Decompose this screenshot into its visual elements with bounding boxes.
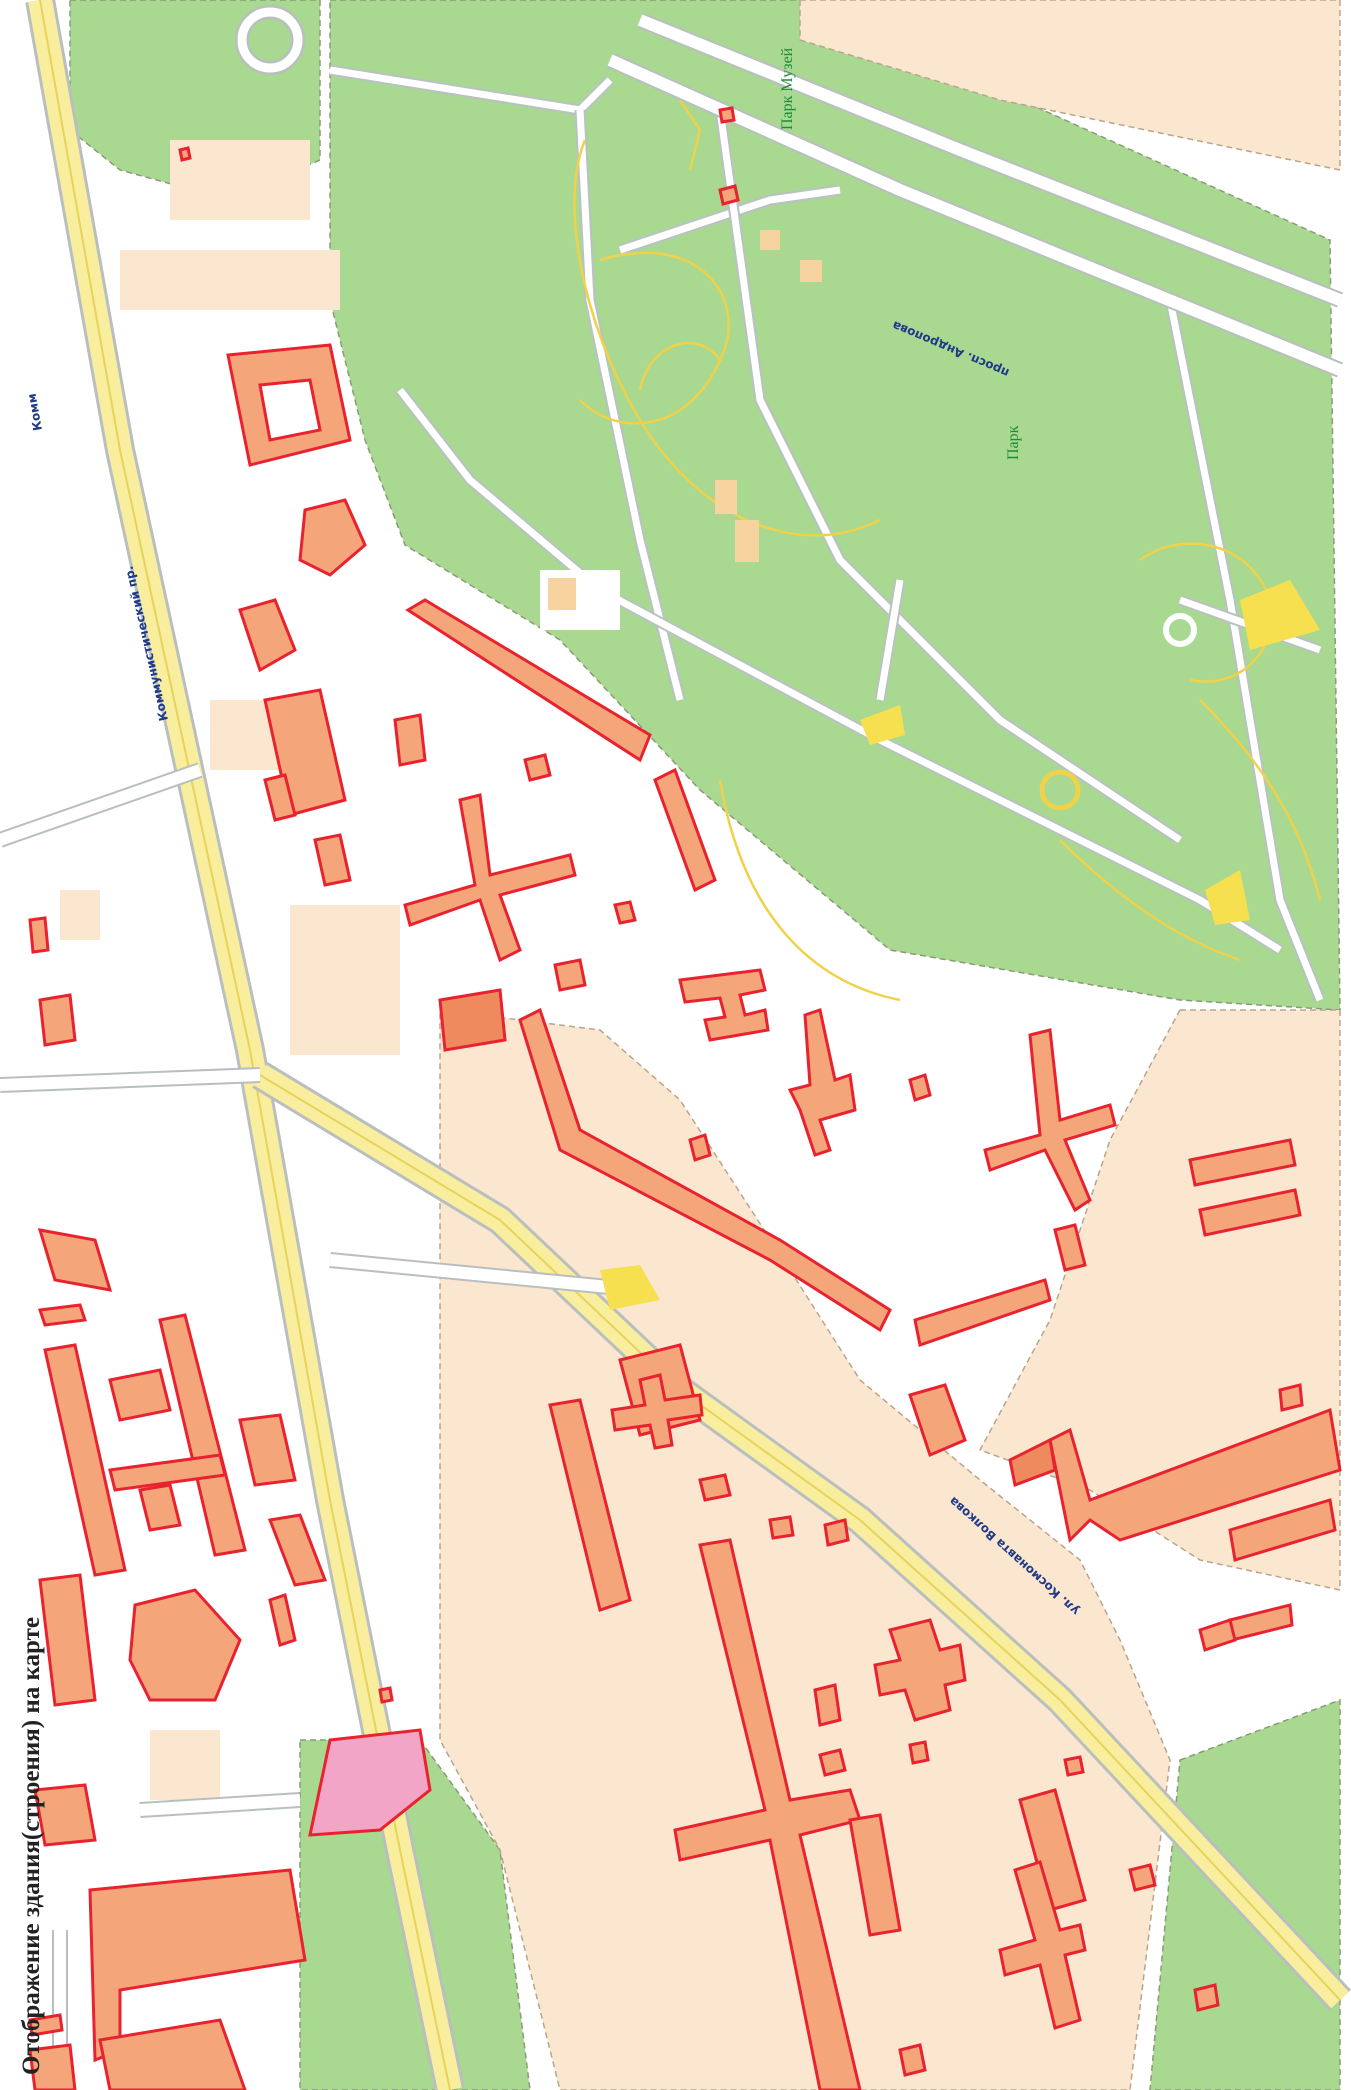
building[interactable] [523,753,552,782]
building[interactable] [1228,1498,1337,1562]
building[interactable] [1228,1603,1294,1642]
street-label-kommunisticheskiy-top: Комм [25,392,45,432]
buildings[interactable] [28,106,1342,2090]
building[interactable] [1188,1138,1297,1187]
building[interactable] [238,1413,297,1487]
building[interactable] [38,1573,97,1707]
building[interactable] [1128,1863,1157,1892]
building[interactable] [37,1303,88,1327]
building[interactable] [298,498,367,577]
building[interactable] [908,1383,967,1458]
building[interactable] [848,1813,902,1937]
building[interactable] [688,1133,712,1162]
building[interactable] [908,1740,930,1765]
building-large-complex[interactable] [88,1868,307,2063]
building[interactable] [1278,1383,1304,1412]
building-cross[interactable] [873,1618,967,1722]
park-label-museum: Парк Музей [779,47,796,130]
building[interactable] [313,833,352,887]
building-cross[interactable] [403,793,577,963]
building[interactable] [38,993,77,1047]
building[interactable] [28,2013,64,2037]
page-title: Отображение здания(строения) на карте [18,1617,45,2075]
park-label-main: Парк [1005,425,1022,460]
building[interactable] [553,958,587,992]
building-cross[interactable] [610,1373,704,1450]
building-orange[interactable] [1008,1437,1057,1488]
building[interactable] [1053,1223,1087,1272]
building-large-industrial[interactable] [673,1538,862,2090]
building[interactable] [138,1483,182,1532]
building-long-slab[interactable] [518,1007,892,1333]
park-footpaths [573,99,1322,1002]
building[interactable] [718,184,740,206]
building[interactable] [268,1593,297,1647]
building-cross[interactable] [983,1028,1117,1213]
building-cross[interactable] [678,968,770,1042]
building[interactable] [718,106,736,124]
building[interactable] [438,988,507,1052]
building[interactable] [613,900,637,925]
building[interactable] [698,1473,732,1502]
building[interactable] [653,767,717,893]
building-long-slab[interactable] [1048,1407,1342,1544]
building[interactable] [378,1686,394,1704]
building[interactable] [1198,1618,1237,1652]
building-long-slab[interactable] [405,598,652,763]
building[interactable] [178,146,192,162]
building[interactable] [823,1518,850,1547]
building[interactable] [818,1748,847,1777]
building[interactable] [1198,1188,1302,1237]
building[interactable] [128,1588,242,1702]
building[interactable] [98,2018,247,2090]
building[interactable] [393,713,427,767]
building[interactable] [37,1228,113,1292]
building-large[interactable] [43,1343,127,1577]
building[interactable] [33,1783,97,1847]
building-cross[interactable] [787,1008,857,1157]
building[interactable] [238,598,297,673]
park-plazas [540,230,1320,925]
building[interactable] [768,1515,795,1540]
building-cross[interactable] [998,1860,1087,2030]
building[interactable] [548,1398,632,1612]
building[interactable] [108,1453,227,1492]
building[interactable] [913,1278,1052,1347]
building[interactable] [898,2043,927,2077]
building[interactable] [263,773,297,822]
building-pink[interactable] [308,1728,432,1837]
building[interactable] [28,2043,77,2090]
building[interactable] [908,1073,932,1102]
building[interactable] [108,1368,172,1422]
building[interactable] [813,1683,842,1727]
building[interactable] [1063,1755,1085,1777]
building[interactable] [1193,1983,1220,2012]
building[interactable] [28,916,50,954]
building[interactable] [267,1513,328,1587]
building-courtyard[interactable] [226,343,352,467]
